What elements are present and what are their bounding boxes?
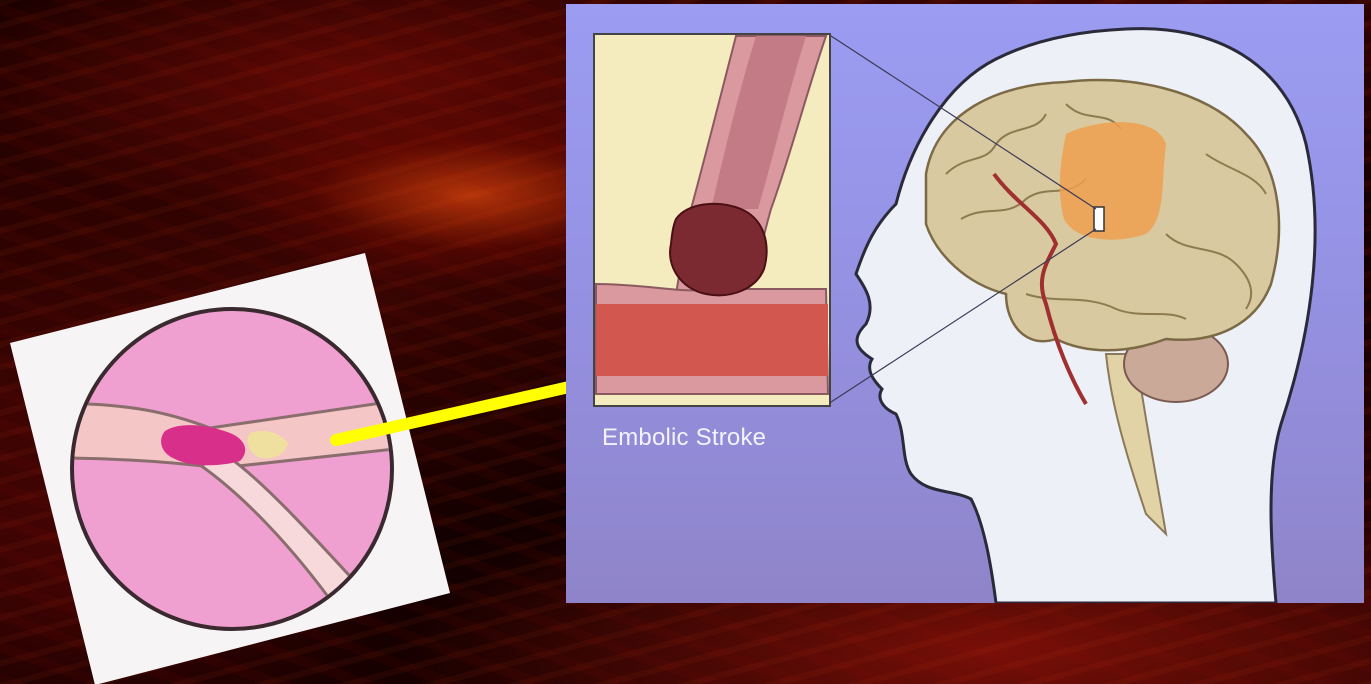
affected-region (1060, 122, 1166, 240)
vessel-inset-drawing (10, 253, 450, 684)
vessel-inset-card (10, 253, 450, 684)
stroke-illustration (566, 4, 1364, 603)
zoom-marker (1094, 207, 1104, 231)
caption: Embolic Stroke (602, 424, 766, 452)
illustration-panel: Embolic Stroke (566, 4, 1364, 603)
clot (670, 204, 767, 295)
